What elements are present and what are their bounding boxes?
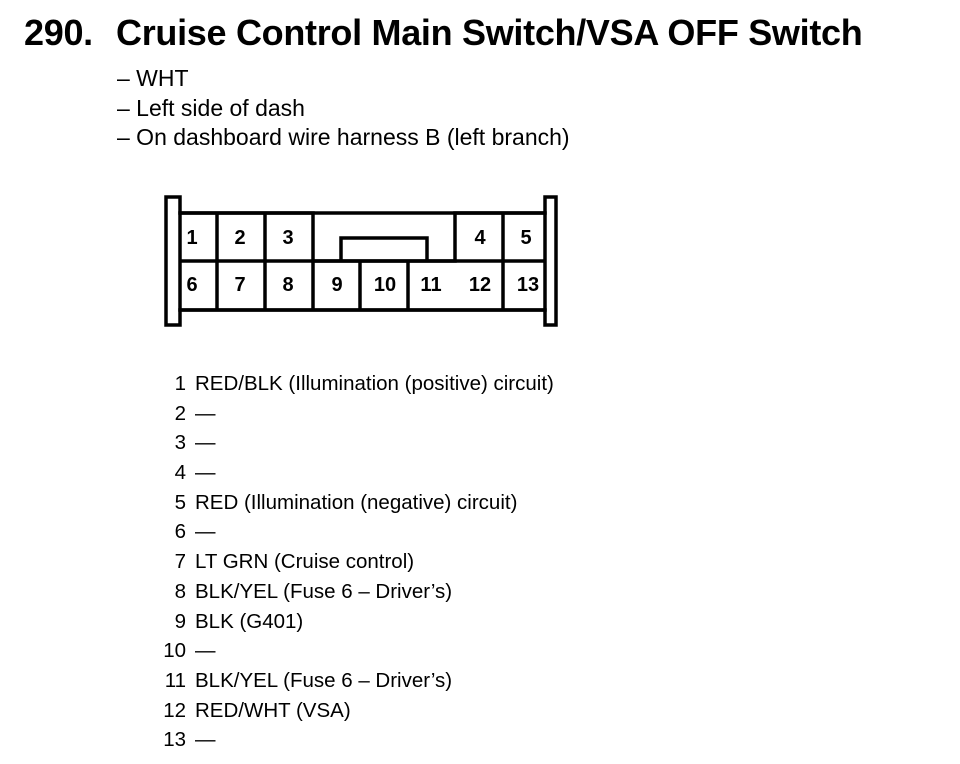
cavity-label: 2 <box>234 227 245 249</box>
pin-description: — <box>195 520 216 544</box>
cavity-label: 12 <box>469 274 491 296</box>
pin-description: BLK/YEL (Fuse 6 – Driver’s) <box>195 579 453 603</box>
cavity-label: 9 <box>331 274 342 296</box>
pin-description: BLK/YEL (Fuse 6 – Driver’s) <box>195 668 453 692</box>
pin-number: 10 <box>163 639 186 663</box>
connector-color: – WHT <box>117 65 189 91</box>
pin-list: 1 RED/BLK (Illumination (positive) circui… <box>160 369 554 755</box>
pin-row: 4— <box>160 458 554 488</box>
pin-row: 3— <box>160 428 554 458</box>
cavity-label: 10 <box>374 274 396 296</box>
pin-row: 6— <box>160 517 554 547</box>
pin-number: 6 <box>174 520 186 544</box>
pin-row: 7 LT GRN (Cruise control) <box>160 547 554 577</box>
pin-number: 4 <box>174 461 186 485</box>
pin-number: 7 <box>174 550 186 574</box>
cavity-label: 11 <box>420 274 441 296</box>
pin-description: — <box>195 461 216 485</box>
pin-number: 8 <box>174 579 186 603</box>
pin-row: 1 RED/BLK (Illumination (positive) circui… <box>160 369 554 399</box>
connector-body <box>178 211 547 312</box>
pin-description: RED/WHT (VSA) <box>195 698 351 722</box>
pin-number: 9 <box>174 609 186 633</box>
pin-description: — <box>195 431 216 455</box>
cavity-label: 8 <box>282 274 293 296</box>
pin-row: 10 — <box>160 636 554 666</box>
pin-description: — <box>195 639 216 663</box>
connector-details: – WHT – Left side of dash – On dashboard… <box>117 64 570 153</box>
connector-diagram: 1 2 3 4 5 6 7 8 9 10 11 12 13 <box>164 195 558 327</box>
pin-number: 11 <box>164 668 186 692</box>
pin-number: 13 <box>163 728 186 752</box>
cavity-label: 13 <box>517 274 539 296</box>
pin-number: 12 <box>163 698 186 722</box>
connector-location: – Left side of dash <box>117 94 305 121</box>
pin-row: 12 RED/WHT (VSA) <box>160 696 554 726</box>
item-number: 290. <box>24 12 93 53</box>
pin-row: 13 — <box>160 725 554 755</box>
pin-number: 2 <box>174 401 186 425</box>
pin-number: 3 <box>174 431 186 455</box>
pin-number: 5 <box>174 490 186 514</box>
pin-description: — <box>195 401 216 425</box>
cavity-label: 6 <box>186 274 197 296</box>
cavity-grid <box>180 213 545 310</box>
pin-row: 2— <box>160 399 554 429</box>
pin-description: LT GRN (Cruise control) <box>195 550 415 574</box>
pin-row: 5 RED (Illumination (negative) circuit) <box>160 488 554 518</box>
pin-row: 11 BLK/YEL (Fuse 6 – Driver’s) <box>160 666 554 696</box>
cavity-label: 4 <box>474 227 486 249</box>
pin-row: 9 BLK (G401) <box>160 607 554 637</box>
connector-lock-tab <box>339 236 429 261</box>
cavity-label: 7 <box>234 274 245 296</box>
cavity-label: 3 <box>282 227 293 249</box>
page-title: 290. Cruise Control Main Switch/VSA OFF S… <box>24 12 863 54</box>
pin-description: BLK (G401) <box>195 609 304 633</box>
pin-description: RED/BLK (Illumination (positive) circuit… <box>195 372 554 395</box>
cavity-label: 1 <box>186 227 197 249</box>
pin-description: — <box>195 728 216 752</box>
cavity-label: 5 <box>520 227 531 249</box>
pin-number: 1 <box>174 372 186 395</box>
pin-row: 8 BLK/YEL (Fuse 6 – Driver’s) <box>160 577 554 607</box>
item-title: Cruise Control Main Switch/VSA OFF Switc… <box>116 12 863 53</box>
connector-harness: – On dashboard wire harness B (left bran… <box>117 124 570 150</box>
pin-description: RED (Illumination (negative) circuit) <box>195 490 518 514</box>
